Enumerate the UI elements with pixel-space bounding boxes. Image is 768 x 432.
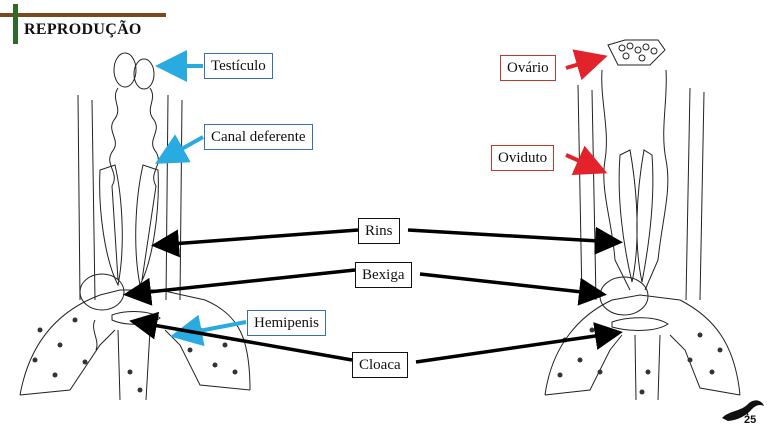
arrow-bexiga-male bbox=[123, 268, 356, 306]
arrow-canal-deferente bbox=[155, 134, 204, 164]
male-vas-deferens-right bbox=[141, 87, 159, 281]
male-right-wall bbox=[179, 99, 183, 301]
arrow-rins-female bbox=[407, 226, 623, 255]
label-testiculo: Testículo bbox=[204, 53, 273, 79]
female-left-leg bbox=[544, 334, 623, 396]
arrow-cloaca-male bbox=[129, 311, 353, 362]
male-hemipenis bbox=[93, 319, 98, 351]
female-bladder bbox=[599, 276, 649, 316]
male-left-wall bbox=[77, 94, 81, 301]
female-oviduct-left bbox=[601, 69, 631, 291]
page-number: 25 bbox=[744, 414, 757, 426]
male-tail bbox=[117, 329, 151, 401]
male-testis-right bbox=[133, 58, 155, 90]
arrow-oviduto bbox=[565, 145, 608, 175]
female-body-outline bbox=[544, 294, 741, 396]
male-skin-spots bbox=[32, 317, 238, 393]
slide-title: REPRODUÇÃO bbox=[24, 21, 142, 38]
female-ovary-eggs bbox=[618, 42, 658, 62]
female-ovary bbox=[607, 39, 666, 66]
label-hemipenis: Hemipenis bbox=[247, 310, 326, 336]
male-anatomy-drawing bbox=[19, 52, 251, 401]
female-anatomy-drawing bbox=[544, 39, 741, 401]
female-cloaca bbox=[611, 317, 669, 331]
arrow-rins-male bbox=[151, 228, 359, 258]
female-right-wall bbox=[699, 91, 705, 301]
female-kidney-right bbox=[636, 149, 654, 283]
arrow-bexiga-female bbox=[419, 272, 607, 306]
title-accent-bar bbox=[13, 4, 18, 44]
male-bladder bbox=[79, 273, 125, 311]
title-underline bbox=[0, 13, 166, 17]
male-left-leg bbox=[19, 329, 116, 396]
label-bexiga: Bexiga bbox=[355, 262, 412, 288]
label-rins: Rins bbox=[358, 218, 400, 244]
male-vas-deferens-left bbox=[109, 87, 119, 281]
label-cloaca: Cloaca bbox=[352, 352, 408, 378]
female-right-leg bbox=[669, 334, 741, 396]
female-oviduct-right bbox=[644, 69, 669, 291]
arrow-cloaca-female bbox=[415, 322, 623, 364]
female-kidney-left bbox=[618, 149, 638, 283]
female-tail bbox=[634, 334, 661, 401]
male-testis-left bbox=[113, 52, 137, 88]
label-oviduto: Oviduto bbox=[491, 145, 555, 171]
female-left-wall bbox=[577, 84, 583, 301]
lizard-icon bbox=[722, 400, 764, 421]
male-cloaca bbox=[111, 311, 161, 325]
label-ovario: Ovário bbox=[500, 55, 556, 81]
arrow-hemipenis bbox=[170, 314, 247, 347]
male-left-kidney bbox=[99, 164, 123, 287]
label-canal-deferente: Canal deferente bbox=[204, 124, 313, 150]
male-body-outline bbox=[19, 289, 251, 396]
arrow-ovario bbox=[565, 49, 608, 81]
